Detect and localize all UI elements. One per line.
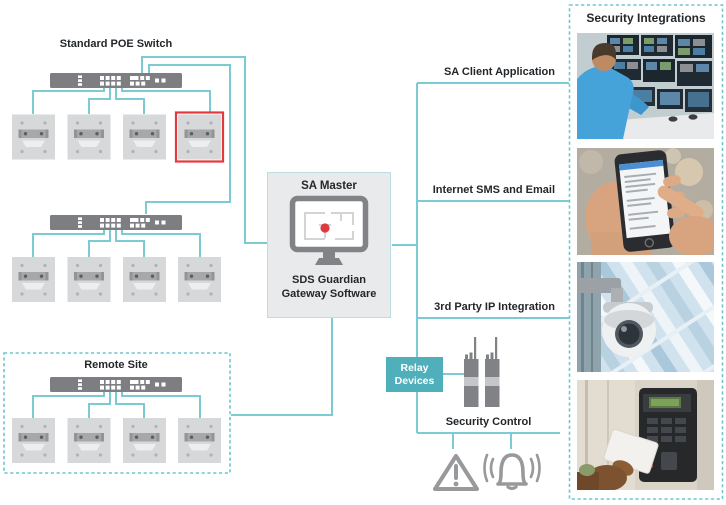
smartphone-alerts-photo [577, 148, 714, 255]
sensor-device-icon [178, 418, 221, 463]
poe-switch-icon [50, 73, 182, 88]
alert-highlight-border [174, 111, 225, 163]
sensor-device-icon [67, 418, 111, 463]
sa-master-box: SA Master SDS Guardian Gateway Software [267, 172, 391, 318]
sa-client-application-label: SA Client Application [443, 66, 555, 78]
sa-master-subtitle-line2: Gateway Software [281, 287, 377, 300]
remote-site-dashed-border [3, 352, 231, 474]
poe-switch-icon [50, 215, 182, 230]
sensor-device-icon [12, 114, 55, 160]
cctv-control-room-photo [577, 33, 714, 139]
floorplan-monitor-icon [289, 195, 369, 265]
standard-poe-switch-title: Standard POE Switch [59, 38, 173, 50]
internet-sms-email-label: Internet SMS and Email [432, 184, 555, 196]
sensor-device-icon [67, 114, 111, 160]
alarm-bell-icon [483, 453, 541, 491]
sensor-device-icon [12, 418, 55, 463]
sa-master-title: SA Master [301, 180, 357, 192]
sensor-device-icon [67, 257, 111, 302]
sa-master-subtitle-line1: SDS Guardian [292, 274, 366, 286]
access-card-reader-photo [577, 380, 714, 490]
security-integrations-title: Security Integrations [586, 11, 706, 25]
ptz-dome-camera-photo [577, 262, 714, 372]
relay-devices-box: Relay Devices [386, 357, 443, 392]
poe-switch-icon [50, 377, 182, 392]
security-control-label: Security Control [445, 416, 532, 428]
remote-site-title: Remote Site [84, 359, 148, 371]
third-party-ip-label: 3rd Party IP Integration [434, 301, 555, 313]
relay-label-line2: Devices [394, 374, 435, 387]
warning-triangle-icon [433, 454, 479, 491]
sensor-device-icon [12, 257, 55, 302]
sensor-device-icon [123, 418, 166, 463]
sensor-device-icon [178, 257, 221, 302]
sensor-device-icon [123, 114, 166, 160]
connector-lines [32, 56, 569, 449]
walkie-talkie-icon [464, 337, 500, 407]
sensor-device-icon [178, 114, 221, 160]
relay-label-line1: Relay [400, 362, 429, 374]
sensor-device-icon [123, 257, 166, 302]
